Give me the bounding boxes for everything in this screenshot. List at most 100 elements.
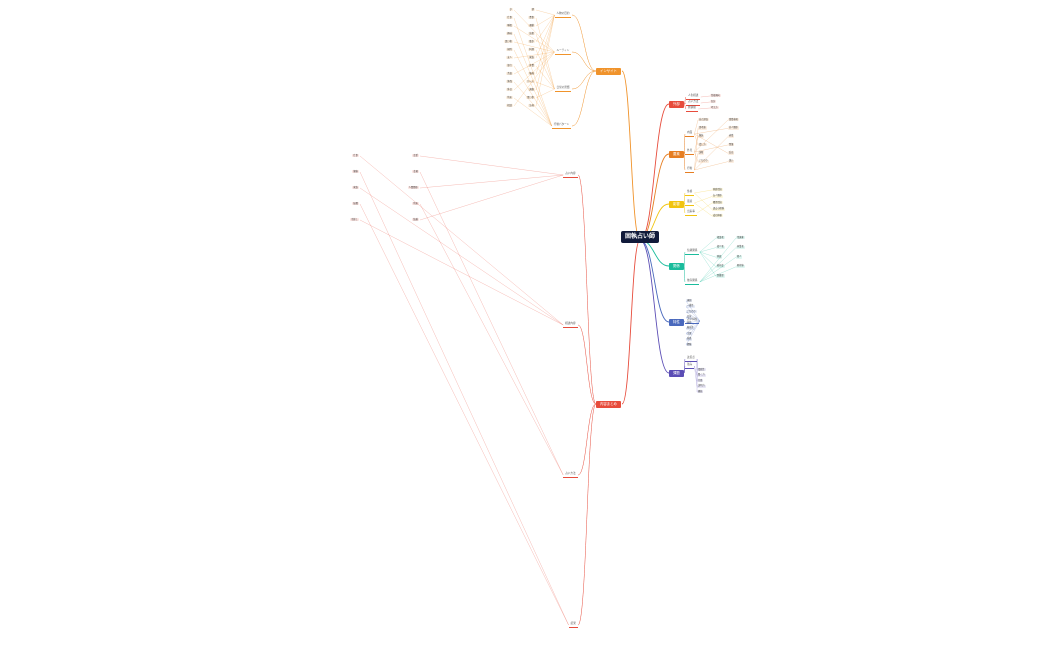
b-left-leaf-9[interactable]: 引越し (350, 217, 359, 222)
b-red-node[interactable]: 外部 (669, 101, 684, 109)
b-yellow-leaf-1[interactable]: 友人関係 (712, 194, 723, 198)
b-blue-leaf-8[interactable]: 経験 (686, 342, 693, 347)
b-green-node[interactable]: 関係 (669, 263, 684, 271)
b-top-leaf-18[interactable]: ゲーム (526, 79, 535, 84)
b-top-node[interactable]: インサイト (596, 68, 621, 76)
b-blue-node[interactable]: 特性 (669, 319, 684, 327)
b-blue-leaf-6[interactable]: 主張 (686, 331, 693, 336)
b-green-leaf-7[interactable]: 期待値 (736, 264, 745, 269)
b-orange-leaf-1[interactable]: 感情表現 (728, 117, 739, 122)
b-yellow-leaf-4[interactable]: 成功体験 (712, 213, 723, 218)
b-orange-leaf-4[interactable]: 服装 (698, 134, 705, 139)
b-top-leaf-6[interactable]: 読書 (528, 31, 535, 36)
b-top-leaf-20[interactable]: 連絡 (528, 87, 535, 92)
b-blue-leaf-4[interactable]: 自信 (686, 320, 693, 325)
b-left-sub-1[interactable]: 相談内容 (563, 322, 578, 328)
b-top-leaf-12[interactable]: 家族 (528, 55, 535, 60)
b-top-leaf-16[interactable]: 映画 (528, 71, 535, 76)
b-yellow-leaf-2[interactable]: 職場環境 (712, 200, 723, 205)
b-left-sub-0[interactable]: 占い内容 (563, 172, 578, 178)
b-blue-leaf-1[interactable]: 一貫性 (686, 304, 695, 308)
b-blue-leaf-5[interactable]: 独自性 (686, 326, 695, 330)
b-top-sub-3[interactable]: 行動パターン (551, 123, 572, 129)
b-top-leaf-25[interactable]: 相談 (506, 103, 513, 108)
b-green-leaf-4[interactable]: 家族 (716, 254, 723, 259)
b-top-leaf-0[interactable]: 朝 (530, 7, 535, 12)
b-orange-leaf-10[interactable]: こだわり (698, 159, 709, 163)
b-top-leaf-8[interactable]: 散歩 (528, 39, 535, 44)
b-top-leaf-21[interactable]: 休日 (506, 87, 513, 92)
b-orange-leaf-8[interactable]: 決断 (698, 150, 705, 155)
b-red-leaf-0[interactable]: 性格傾向 (710, 93, 721, 98)
b-left-leaf-1[interactable]: 仕事 (352, 153, 359, 158)
b-green-leaf-6[interactable]: 依存度 (716, 264, 725, 269)
b-orange-sub-0[interactable]: 内面 (685, 131, 695, 137)
b-top-leaf-2[interactable]: 食事 (528, 15, 535, 20)
b-green-leaf-1[interactable]: 常連客 (736, 235, 745, 240)
b-orange-sub-1[interactable]: 外見 (685, 149, 695, 155)
b-indigo-leaf-0[interactable]: 柔軟性 (697, 367, 706, 372)
b-left-leaf-3[interactable]: 健康 (352, 169, 359, 174)
b-top-leaf-24[interactable]: 計画 (528, 103, 535, 108)
b-top-leaf-1[interactable]: 夕 (508, 7, 513, 12)
b-top-leaf-15[interactable]: 旅行 (506, 63, 513, 68)
b-orange-leaf-0[interactable]: 自己評価 (698, 117, 709, 122)
b-top-leaf-19[interactable]: 勉強 (506, 79, 513, 84)
b-indigo-sub-0[interactable]: 改善点 (685, 356, 697, 362)
b-yellow-leaf-3[interactable]: 過去の経験 (712, 207, 725, 211)
b-top-leaf-14[interactable]: 外食 (528, 63, 535, 68)
b-green-sub-0[interactable]: 信頼関係 (685, 249, 700, 255)
b-orange-leaf-6[interactable]: 話し方 (698, 142, 707, 147)
b-top-leaf-13[interactable]: 友人 (506, 55, 513, 60)
b-top-sub-1[interactable]: ルーティン (554, 49, 572, 55)
b-green-leaf-5[interactable]: 知人 (736, 254, 743, 259)
b-red-leaf-2[interactable]: 考え方 (710, 105, 719, 110)
root-node[interactable]: 固執占い師 (621, 231, 660, 243)
b-left-leaf-8[interactable]: 結婚 (412, 217, 419, 222)
b-top-leaf-17[interactable]: 音楽 (506, 71, 513, 76)
b-red-sub-2[interactable]: 価値観 (686, 106, 698, 112)
b-orange-sub-2[interactable]: 行動 (685, 167, 695, 173)
b-green-leaf-2[interactable]: 紹介者 (716, 245, 725, 249)
b-left-leaf-6[interactable]: 将来 (412, 201, 419, 206)
b-left-sub-3[interactable]: 結果 (568, 622, 578, 628)
b-orange-leaf-3[interactable]: 対人関係 (728, 125, 739, 130)
b-top-leaf-10[interactable]: 料理 (528, 47, 535, 52)
b-left-leaf-0[interactable]: 恋愛 (412, 153, 419, 158)
b-top-leaf-7[interactable]: 趣味 (506, 31, 513, 36)
b-left-leaf-4[interactable]: 人間関係 (407, 185, 419, 190)
b-left-sub-2[interactable]: 占い方法 (563, 472, 578, 478)
b-red-sub-0[interactable]: 人生相談 (686, 94, 701, 100)
b-left-node[interactable]: 内容まとめ (596, 401, 621, 409)
b-orange-leaf-11[interactable]: 迷い (728, 159, 735, 163)
b-blue-leaf-0[interactable]: 頑固 (686, 298, 693, 303)
b-indigo-node[interactable]: 課題 (669, 370, 684, 378)
b-blue-leaf-7[interactable]: 直感 (686, 337, 693, 341)
b-indigo-sub-1[interactable]: 強み (685, 363, 695, 369)
b-indigo-leaf-1[interactable]: 聞く力 (697, 373, 706, 377)
b-orange-leaf-2[interactable]: 思考癖 (698, 125, 707, 130)
b-top-leaf-9[interactable]: 買い物 (504, 39, 513, 44)
b-top-leaf-4[interactable]: 運動 (528, 23, 535, 28)
b-yellow-leaf-0[interactable]: 家庭環境 (712, 187, 723, 192)
b-indigo-leaf-2[interactable]: 共感 (697, 378, 704, 383)
b-blue-leaf-3[interactable]: 信念 (686, 315, 693, 319)
b-top-leaf-23[interactable]: 将来 (506, 95, 513, 100)
b-indigo-leaf-3[interactable]: 説明力 (697, 384, 706, 388)
b-top-leaf-22[interactable]: 習い事 (526, 95, 535, 100)
b-top-leaf-11[interactable]: 掃除 (506, 47, 513, 52)
b-orange-leaf-7[interactable]: 習慣 (728, 142, 735, 147)
b-top-sub-0[interactable]: 人物の目的 (554, 12, 572, 18)
b-yellow-sub-1[interactable]: 環境 (685, 200, 695, 206)
b-green-leaf-8[interactable]: 距離感 (716, 273, 725, 278)
b-green-leaf-0[interactable]: 相談者 (716, 235, 725, 240)
b-top-leaf-3[interactable]: 仕事 (506, 15, 513, 20)
b-yellow-sub-0[interactable]: 性格 (685, 190, 695, 196)
b-top-sub-2[interactable]: 日常の習慣 (554, 86, 572, 92)
b-red-sub-1[interactable]: 占い方法 (686, 100, 701, 106)
b-yellow-sub-2[interactable]: 出来事 (685, 210, 697, 216)
b-orange-node[interactable]: 要素 (669, 151, 684, 159)
b-green-sub-1[interactable]: 依存関係 (685, 279, 700, 285)
b-left-leaf-7[interactable]: 転職 (352, 201, 359, 206)
b-top-leaf-5[interactable]: 睡眠 (506, 23, 513, 28)
